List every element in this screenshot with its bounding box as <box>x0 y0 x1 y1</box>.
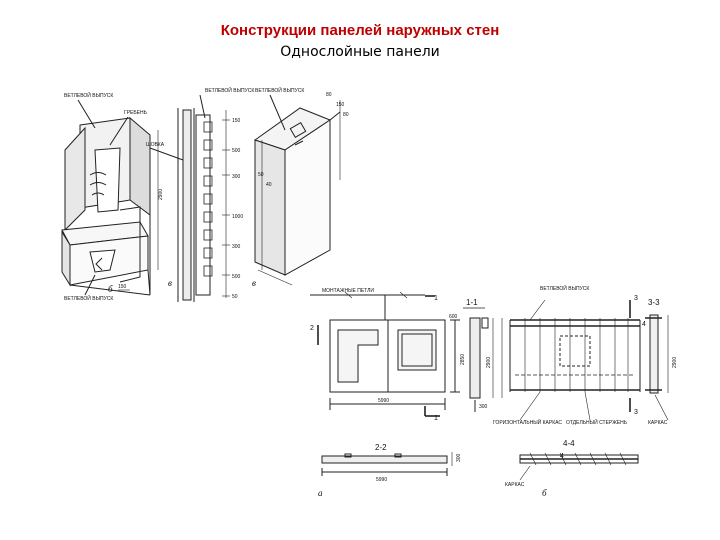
section-dim-3: 300 <box>232 174 241 180</box>
section-3-3-title: 3-3 <box>648 298 660 307</box>
elevation-marker-2: 2 <box>310 325 314 332</box>
right-panel-dim-left-2: 40 <box>266 182 272 188</box>
elevation-label-top: МОНТАЖНЫЕ ПЕТЛИ <box>322 288 374 294</box>
section-1-1-dim-height: 2900 <box>486 357 492 368</box>
section-2-2-title: 2-2 <box>375 443 387 452</box>
elevation-dim-length: 5990 <box>378 398 389 404</box>
section-label-top: ВЕТЛЕВОЙ ВЫПУСК <box>205 86 254 94</box>
left-panel-dim-height: 2900 <box>158 189 164 200</box>
elevation-marker-1-bottom: 1 <box>434 415 438 422</box>
right-panel-letter: в <box>252 278 256 288</box>
right-panel-label-top: ВЕТЛЕВОЙ ВЫПУСК <box>255 86 304 94</box>
section-4-4-label-bottom: КАРКАС <box>505 482 525 488</box>
left-panel-letter: б <box>108 284 113 294</box>
left-panel-label-groove: ГРЕБЕНЬ <box>124 110 148 116</box>
section-4-4-drawing <box>519 452 639 481</box>
right-panel-dim-top-2: 150 <box>336 102 345 108</box>
frame-label-top: ВЕТЛЕВОЙ ВЫПУСК <box>540 284 589 292</box>
section-3-3-dim-height: 2900 <box>672 357 678 368</box>
right-panel-dim-top-3: 80 <box>343 112 349 118</box>
section-3-3-label-bottom: КАРКАС <box>648 420 668 426</box>
section-dim-7: 50 <box>232 294 238 300</box>
section-2-2-dim-right: 300 <box>456 453 462 462</box>
left-panel-label-top: ВЕТЛЕВОЙ ВЫПУСК <box>64 91 113 99</box>
section-dim-6: 500 <box>232 274 241 280</box>
slide-subtitle: Однослойные панели <box>280 44 440 60</box>
section-1-1-title: 1-1 <box>466 298 478 307</box>
section-letter: в <box>168 278 172 288</box>
frame-label-horizontal: ГОРИЗОНТАЛЬНЫЙ КАРКАС <box>493 418 562 426</box>
frame-marker-4-top: 4 <box>642 321 646 328</box>
right-panel-dim-top-1: 80 <box>326 92 332 98</box>
elevation-marker-1-top: 1 <box>434 295 438 302</box>
slide-title: Конструкции панелей наружных стен <box>220 22 500 39</box>
left-panel-drawing <box>61 99 159 296</box>
elevation-dim-height: 2850 <box>460 354 466 365</box>
section-1-1-dim-bottom: 300 <box>479 404 488 410</box>
section-dim-2: 500 <box>232 148 241 154</box>
section-dim-5: 300 <box>232 244 241 250</box>
section-2-2-dim-length: 5990 <box>376 477 387 483</box>
section-3-3-drawing <box>645 314 669 421</box>
section-strip-drawing <box>149 94 230 302</box>
left-panel-label-bottom: ВЕТЛЕВОЙ ВЫПУСК <box>64 294 113 302</box>
frame-marker-4-bottom: 4 <box>560 453 564 460</box>
left-panel-dim-bottom: 150 <box>118 284 127 290</box>
right-panel-drawing <box>253 94 341 286</box>
right-panel-dim-left-1: 50 <box>258 172 264 178</box>
section-dim-1: 150 <box>232 118 241 124</box>
elevation-dim-600: 600 <box>449 314 458 320</box>
frame-label-rod: ОТДЕЛЬНЫЙ СТЕРЖЕНЬ <box>566 418 628 426</box>
frame-drawing <box>509 299 641 421</box>
elevation-drawing <box>310 291 460 417</box>
section-4-4-title: 4-4 <box>563 439 575 448</box>
section-2-2-letter: а <box>318 488 323 498</box>
frame-marker-3-bottom: 3 <box>634 409 638 416</box>
section-dim-4: 1000 <box>232 214 243 220</box>
frame-marker-3-top: 3 <box>634 295 638 302</box>
section-2-2-drawing <box>321 452 453 476</box>
section-1-1-drawing <box>463 307 503 412</box>
section-label-side: ШОВКА <box>146 142 165 148</box>
section-4-4-letter: б <box>542 488 547 498</box>
